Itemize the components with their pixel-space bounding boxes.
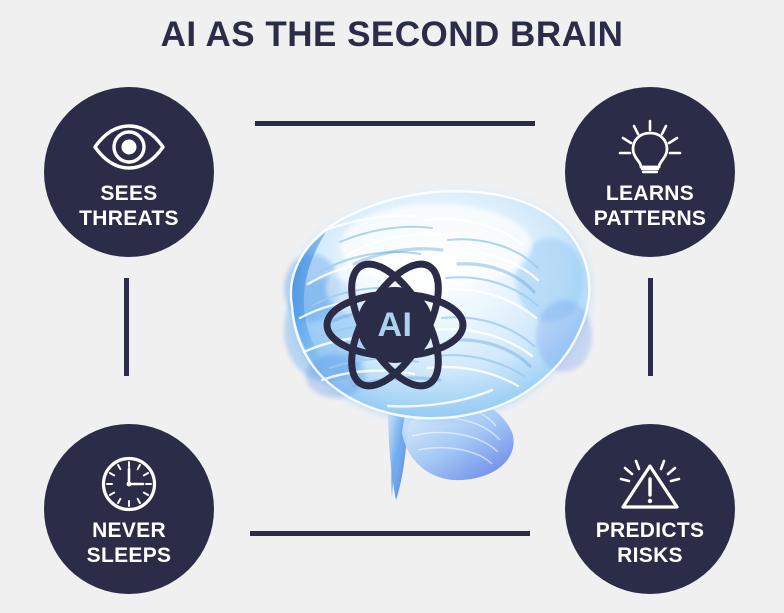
- feature-node-learns-patterns[interactable]: LEARNS PATTERNS: [565, 87, 735, 257]
- eye-icon: [91, 119, 167, 175]
- connector-left: [124, 278, 129, 376]
- node-label-line2: THREATS: [79, 207, 179, 230]
- lightbulb-icon: [614, 119, 686, 175]
- node-label-line2: RISKS: [617, 544, 683, 567]
- node-label-line1: PREDICTS: [595, 519, 705, 542]
- node-label-predicts-risks: PREDICTS RISKS: [596, 518, 705, 568]
- connector-bottom: [250, 531, 530, 536]
- feature-node-sees-threats[interactable]: SEES THREATS: [44, 87, 214, 257]
- atom-icon: AI: [322, 252, 468, 398]
- node-label-line2: SLEEPS: [86, 544, 172, 567]
- node-label-never-sleeps: NEVER SLEEPS: [87, 518, 172, 568]
- node-label-line1: NEVER: [92, 519, 166, 542]
- warning-triangle-icon: [613, 456, 687, 512]
- page-title: AI AS THE SECOND BRAIN: [160, 15, 624, 54]
- feature-node-predicts-risks[interactable]: PREDICTS RISKS: [565, 424, 735, 594]
- node-label-line1: LEARNS: [605, 182, 695, 205]
- clock-icon: [100, 456, 158, 512]
- feature-node-never-sleeps[interactable]: NEVER SLEEPS: [44, 424, 214, 594]
- node-label-learns-patterns: LEARNS PATTERNS: [594, 181, 706, 231]
- node-label-sees-threats: SEES THREATS: [79, 181, 179, 231]
- node-label-line2: PATTERNS: [593, 207, 707, 230]
- node-label-line1: SEES: [100, 182, 158, 205]
- connector-top: [255, 121, 535, 126]
- connector-right: [648, 278, 653, 376]
